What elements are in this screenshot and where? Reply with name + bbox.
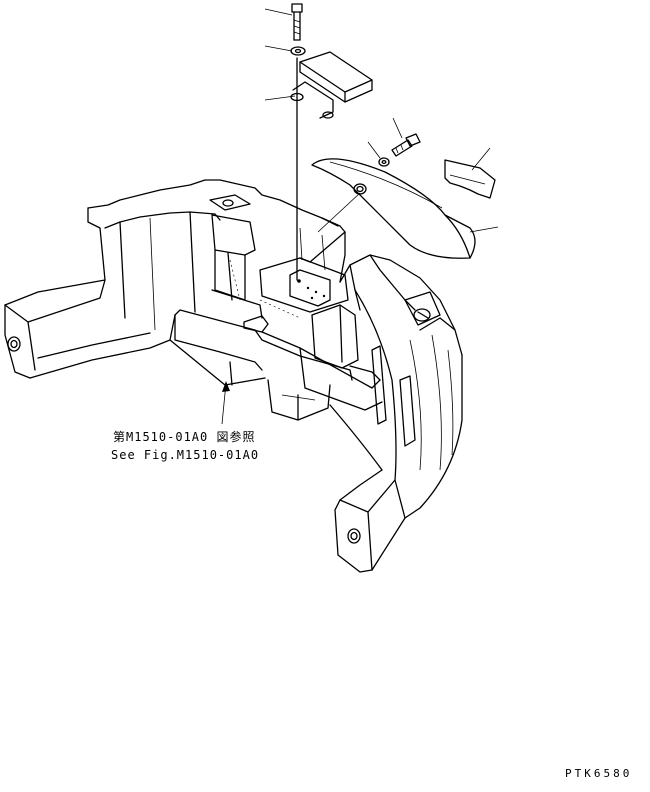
bolt-top-icon xyxy=(291,3,303,41)
bracket-icon xyxy=(290,51,373,119)
label-plate-icon xyxy=(444,159,496,199)
drawing-code: PTK6580 xyxy=(565,767,633,780)
leader-lines xyxy=(221,8,499,425)
reference-note-jp: 第M1510-01A0 図参照 xyxy=(113,430,256,444)
washer-top-icon xyxy=(290,46,306,56)
main-frame xyxy=(4,179,463,573)
reference-note-en: See Fig.M1510-01A0 xyxy=(111,448,260,462)
curved-cover-icon xyxy=(311,158,476,259)
bolt-right-icon xyxy=(391,133,421,157)
washer-right-icon xyxy=(378,157,390,167)
